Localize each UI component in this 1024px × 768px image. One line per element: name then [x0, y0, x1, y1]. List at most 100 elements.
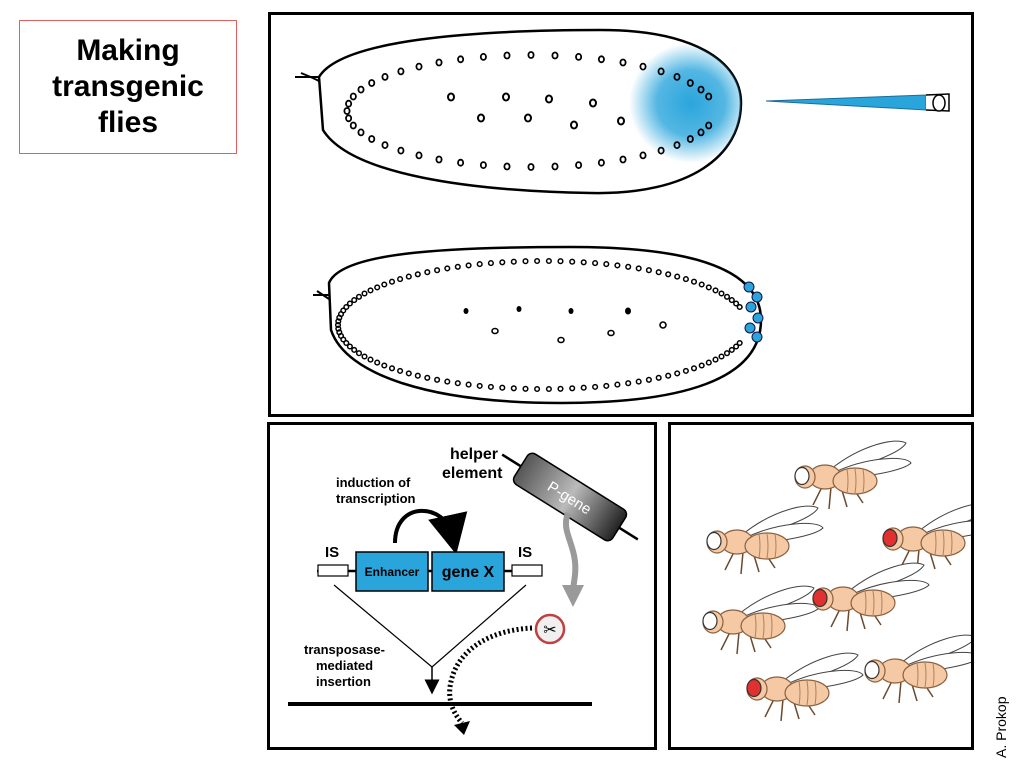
cell — [635, 265, 642, 272]
fly-white-eye — [794, 440, 912, 510]
cell — [487, 383, 494, 390]
cell — [674, 370, 681, 377]
nucleus — [686, 135, 694, 143]
flies-panel — [668, 422, 1000, 750]
cell — [569, 385, 576, 392]
nucleus — [349, 121, 357, 130]
cell — [454, 263, 461, 270]
nucleus — [697, 85, 705, 94]
top-embryo-inner-nuclei — [447, 92, 625, 130]
nucleus — [527, 51, 535, 59]
nucleus — [619, 58, 627, 67]
white-eye — [706, 531, 722, 551]
enhancer-label: Enhancer — [365, 565, 420, 579]
cell — [655, 374, 662, 381]
nucleus — [657, 146, 665, 155]
is-right-label: IS — [518, 544, 532, 561]
cell — [454, 380, 461, 387]
cell — [361, 290, 368, 297]
nucleus — [697, 128, 705, 137]
cell — [728, 297, 735, 304]
cell — [592, 260, 599, 267]
induction-label-2: transcription — [336, 491, 416, 506]
cell — [557, 258, 564, 265]
nucleus — [575, 53, 583, 61]
cell — [733, 300, 740, 307]
nucleus — [673, 73, 681, 81]
nucleus — [619, 155, 627, 164]
cell — [476, 382, 483, 389]
fly-progeny-illustration — [702, 440, 1000, 722]
cell — [346, 343, 353, 350]
cell — [374, 284, 381, 291]
cell — [655, 269, 662, 276]
fly-white-eye — [706, 505, 824, 575]
cell — [355, 293, 363, 300]
cell — [557, 385, 564, 392]
bottom-embryo — [313, 245, 764, 405]
cell — [718, 290, 725, 297]
insertion-label-2: mediated — [316, 658, 373, 673]
cell — [388, 278, 396, 285]
nucleus — [503, 162, 511, 171]
nucleus — [415, 62, 423, 71]
embryo-illustration — [295, 28, 950, 405]
cell — [645, 376, 652, 383]
gene-x-block — [431, 551, 505, 592]
cell — [580, 384, 587, 391]
nucleus — [686, 79, 694, 87]
cell — [381, 281, 388, 288]
is-left-label: IS — [325, 544, 339, 561]
nucleus — [551, 162, 559, 171]
cell — [465, 381, 472, 388]
nucleus — [479, 161, 487, 170]
nucleus — [357, 85, 365, 94]
cell — [434, 267, 441, 274]
fly-red-eye — [812, 562, 930, 632]
cell — [698, 362, 705, 369]
fly-red-eye — [882, 502, 1000, 572]
cell — [346, 300, 353, 307]
p-gene-block — [512, 452, 628, 542]
bottom-embryo-periphery-cells — [334, 257, 743, 393]
cell — [499, 384, 506, 391]
bottom-embryo-inner-nuclei — [463, 306, 631, 315]
nucleus — [597, 55, 605, 64]
cell — [712, 356, 719, 363]
cell — [705, 359, 712, 366]
induction-arrow — [393, 508, 468, 555]
nucleus — [415, 151, 423, 160]
nucleus — [503, 51, 511, 60]
nucleus — [435, 58, 443, 67]
top-embryo-periphery-nuclei — [343, 51, 713, 171]
cell — [580, 259, 587, 266]
helper-element-plasmid: P-gene — [501, 452, 639, 542]
nucleus — [705, 121, 713, 130]
cell — [424, 374, 431, 381]
cell — [736, 303, 743, 311]
gene-x-label: gene X — [442, 564, 495, 581]
cell — [718, 353, 725, 360]
title-box: Making transgenic flies — [19, 20, 237, 154]
cell — [434, 376, 441, 383]
cell — [499, 259, 506, 266]
white-eye — [864, 660, 880, 680]
cell — [465, 262, 472, 269]
cell — [592, 383, 599, 390]
cell — [414, 372, 421, 379]
nucleus — [397, 146, 405, 155]
cell — [414, 271, 421, 278]
cell — [522, 258, 529, 265]
cell — [665, 271, 672, 278]
nucleus — [551, 51, 559, 60]
cell — [510, 385, 517, 392]
cell — [381, 362, 388, 369]
cell — [340, 307, 347, 314]
cell — [690, 278, 698, 285]
nucleus — [357, 128, 365, 137]
nucleus — [527, 163, 535, 171]
nucleus — [673, 141, 681, 150]
cell — [343, 339, 350, 347]
is-right-element — [511, 564, 543, 577]
cell — [674, 273, 681, 280]
